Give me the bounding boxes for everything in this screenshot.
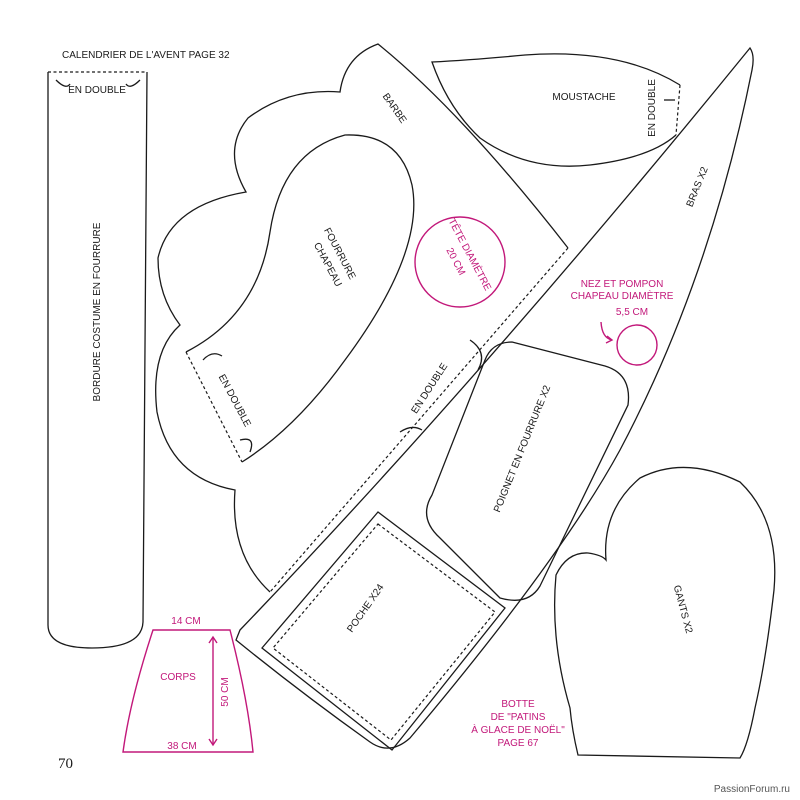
nez-label-line2: CHAPEAU DIAMÈTRE	[571, 289, 674, 302]
barbe-label: BARBE	[380, 92, 409, 126]
bras-outline	[235, 46, 754, 749]
nez-arrow	[600, 321, 613, 341]
corps-label: CORPS	[160, 672, 196, 683]
page-header: CALENDRIER DE L'AVENT PAGE 32	[62, 50, 230, 61]
moustache-outline	[431, 53, 681, 167]
fourrure-fold-arrow-bottom	[239, 438, 253, 453]
barbe-fold-arrow-bottom	[399, 426, 423, 433]
corps-bottom-width: 38 CM	[167, 741, 196, 752]
nez-label-line3: 5,5 CM	[616, 307, 648, 318]
nez-label-line1: NEZ ET POMPON	[581, 279, 664, 290]
corps-outline	[122, 629, 254, 753]
moustache-piece: MOUSTACHE EN DOUBLE	[431, 53, 681, 167]
barbe-fold-arrow-top	[469, 339, 483, 371]
corps-height-label: 50 CM	[220, 677, 231, 706]
corps-height-arrow-bottom	[208, 738, 218, 747]
bordure-label: BORDURE COSTUME EN FOURRURE	[92, 222, 103, 401]
moustache-fold-label: EN DOUBLE	[647, 79, 658, 137]
botte-line3: À GLACE DE NOËL"	[471, 723, 565, 736]
poignet-outline	[425, 341, 630, 601]
poignet-label: POIGNET EN FOURRURE X2	[492, 384, 553, 515]
corps-piece: 14 CM CORPS 50 CM 38 CM	[122, 616, 254, 753]
poignet-piece: POIGNET EN FOURRURE X2	[425, 341, 630, 601]
botte-line4: PAGE 67	[498, 738, 539, 749]
moustache-fold-line	[675, 84, 681, 136]
tete-piece: TÊTE DIAMÈTRE 20 CM	[414, 216, 506, 308]
bordure-piece: EN DOUBLE BORDURE COSTUME EN FOURRURE	[47, 71, 148, 649]
moustache-label: MOUSTACHE	[552, 92, 615, 103]
bras-piece: BRAS X2	[235, 46, 754, 749]
fourrure-chapeau-fold-line	[185, 351, 243, 463]
fourrure-fold-arrow-top	[202, 353, 223, 361]
nez-circle	[616, 324, 658, 366]
gants-outline	[553, 466, 776, 759]
botte-line2: DE "PATINS	[491, 712, 546, 723]
barbe-outline	[155, 43, 569, 593]
watermark: PassionForum.ru	[714, 784, 790, 795]
poche-label: POCHE X24	[345, 582, 386, 635]
bordure-fold-label: EN DOUBLE	[68, 85, 126, 96]
bordure-fold-arrow-right	[125, 79, 141, 87]
corps-top-width: 14 CM	[171, 616, 200, 627]
botte-line1: BOTTE	[501, 699, 535, 710]
nez-pompon-piece: NEZ ET POMPON CHAPEAU DIAMÈTRE 5,5 CM	[571, 279, 674, 366]
poche-seam-line	[272, 523, 496, 741]
poche-outline	[261, 511, 506, 751]
barbe-piece: BARBE EN DOUBLE	[155, 43, 569, 593]
bordure-outline	[47, 71, 148, 649]
botte-note: BOTTE DE "PATINS À GLACE DE NOËL" PAGE 6…	[471, 699, 565, 749]
page-number: 70	[58, 756, 73, 772]
bordure-fold-arrow-left	[55, 79, 71, 87]
gants-piece: GANTS X2	[553, 466, 776, 759]
barbe-fold-line	[269, 247, 569, 593]
gants-label: GANTS X2	[671, 584, 695, 635]
tete-circle	[414, 216, 506, 308]
fourrure-chapeau-outline	[185, 134, 415, 463]
nez-arrowhead	[605, 335, 614, 344]
fourrure-chapeau-piece: EN DOUBLE FOURRURE CHAPEAU	[185, 134, 415, 463]
corps-height-arrow-top	[208, 635, 218, 644]
poche-piece: POCHE X24	[261, 511, 506, 751]
bras-label: BRAS X2	[685, 165, 711, 209]
